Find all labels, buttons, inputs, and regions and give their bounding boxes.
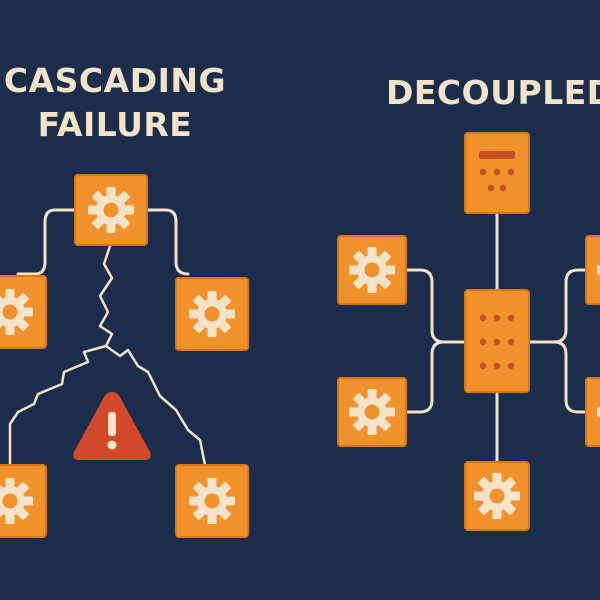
crack-right — [104, 344, 208, 472]
connector-right-upper — [527, 268, 588, 344]
server-dots-icon — [479, 314, 515, 370]
decoupled-title: DECOUPLED — [386, 73, 600, 112]
cascading-connectors — [16, 208, 190, 276]
connector-root-right — [144, 208, 190, 276]
warning-icon — [73, 392, 151, 460]
connector-left-upper — [404, 268, 467, 344]
decoupled-connectors — [404, 210, 588, 464]
left-upper-service-node — [337, 235, 407, 305]
crack-main — [98, 244, 114, 348]
left-service-node — [0, 275, 47, 349]
right-service-node — [175, 277, 249, 351]
gear-icon — [189, 291, 235, 337]
right-upper-service-node — [585, 235, 600, 305]
left-lower-service-node — [337, 377, 407, 447]
right-lower-service-node — [585, 377, 600, 447]
connector-right-lower — [552, 340, 588, 414]
gear-icon — [88, 187, 134, 233]
bottom-service-node — [464, 461, 530, 531]
server-icon — [479, 151, 515, 192]
connector-left-lower — [404, 340, 446, 414]
gear-icon — [474, 473, 520, 519]
bottom-left-service-node — [0, 464, 47, 538]
cascading-title-line1: CASCADING — [3, 61, 227, 100]
bottom-right-service-node — [175, 464, 249, 538]
cascading-title-line2: FAILURE — [37, 105, 193, 144]
central-hub-node — [464, 289, 530, 393]
gear-icon — [349, 389, 395, 435]
crack-lines — [8, 244, 208, 472]
gear-icon — [349, 247, 395, 293]
crack-left — [8, 344, 108, 472]
connector-root-left — [16, 208, 78, 276]
gear-icon — [189, 478, 235, 524]
root-service-node — [74, 174, 148, 246]
top-server-node — [464, 132, 530, 214]
